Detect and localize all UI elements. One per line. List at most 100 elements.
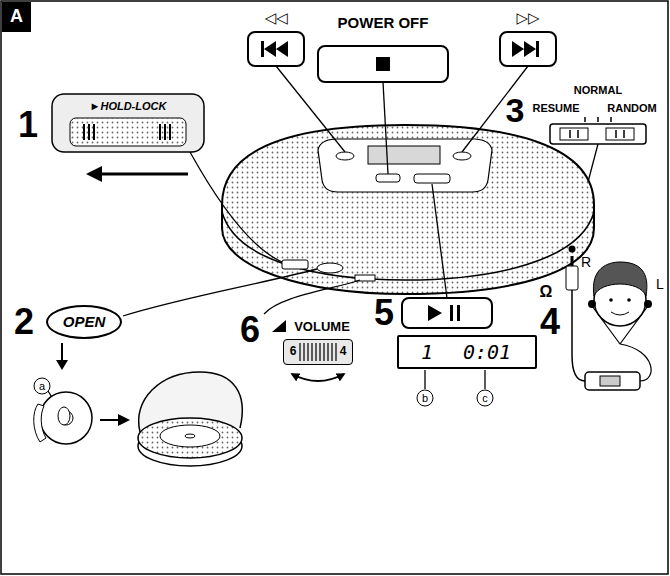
leader-line <box>462 66 528 152</box>
headphones <box>611 312 629 315</box>
mode-switch <box>560 128 588 140</box>
node-text: 0:01 <box>463 341 511 363</box>
skip-forward-button <box>500 32 556 66</box>
leader-line <box>484 370 485 389</box>
callout-number: 1 <box>18 107 38 143</box>
stop-button <box>318 46 448 82</box>
leader-line <box>588 144 598 182</box>
callout-circle <box>417 390 493 406</box>
cd-player-body <box>569 246 576 253</box>
node-text: OPEN <box>63 314 106 331</box>
headphones <box>627 298 631 302</box>
cd-player-body <box>317 263 343 273</box>
disc-loading <box>34 378 50 394</box>
play-pause-button <box>428 305 442 321</box>
callout-circle <box>417 390 433 406</box>
stop-button <box>376 57 390 71</box>
cd-player-body <box>453 152 471 160</box>
mode-label: RANDOM <box>607 103 657 114</box>
play-pause-button <box>450 305 453 321</box>
disc-loading <box>118 414 130 426</box>
headphones <box>572 290 585 381</box>
leader-line <box>383 82 388 174</box>
volume-wheel <box>292 374 344 381</box>
cd-player-body <box>414 174 450 183</box>
mode-switch <box>606 128 634 140</box>
callout-number: 3 <box>506 93 525 127</box>
mode-label: RESUME <box>532 103 579 114</box>
volume-wheel <box>272 320 286 332</box>
volume-wheel <box>272 320 353 381</box>
hold-lock-switch <box>70 118 186 146</box>
skip-forward-button <box>500 32 556 66</box>
callout-number: 2 <box>14 304 34 340</box>
disc-loading <box>56 360 68 370</box>
node-text: A <box>10 7 23 27</box>
forward-symbol: ▷▷ <box>516 10 539 25</box>
rewind-symbol: ◁◁ <box>264 10 287 25</box>
side-label: R <box>581 255 591 269</box>
node-text: 6 <box>290 345 297 358</box>
play-pause-button <box>402 298 492 328</box>
disc-loading <box>100 419 120 421</box>
leader-line <box>276 66 345 152</box>
cd-player-body <box>282 260 308 269</box>
play-pause-button <box>457 305 460 321</box>
leader-line <box>190 152 282 262</box>
leader-line <box>424 370 425 389</box>
lcd-display: 10:01 <box>397 335 537 369</box>
volume-wheel <box>283 339 353 365</box>
leader-line <box>264 280 360 314</box>
headphones <box>593 262 646 296</box>
leader-line <box>123 269 317 316</box>
cd-player-body <box>222 212 594 280</box>
disc-loading <box>138 418 242 458</box>
open-button: OPEN <box>46 305 122 339</box>
headphones <box>588 300 596 308</box>
part-letter: a <box>39 381 45 392</box>
disc-loading <box>58 407 70 425</box>
headphones <box>566 256 652 390</box>
hold-lock-switch <box>100 173 188 176</box>
headphones <box>609 298 613 302</box>
mode-label: NORMAL <box>574 85 622 96</box>
cd-player-body <box>368 146 440 164</box>
disc-loading <box>34 404 46 442</box>
cd-player-body <box>222 125 594 294</box>
hold-lock-switch <box>52 94 204 182</box>
side-label: L <box>656 277 664 291</box>
headphones <box>600 376 620 386</box>
disc-loading <box>40 392 92 444</box>
mode-switch <box>550 117 646 144</box>
mode-switch <box>550 124 646 144</box>
stop-button <box>318 46 448 82</box>
skip-back-button <box>261 41 264 57</box>
switch-label: ►HOLD-LOCK <box>90 101 167 112</box>
headphones <box>585 372 640 390</box>
headphones <box>566 266 578 290</box>
cd-player-body <box>222 125 594 294</box>
skip-back-button <box>264 41 288 57</box>
skip-forward-button <box>512 41 536 57</box>
skip-back-button <box>248 32 304 66</box>
disc-loading <box>185 434 195 438</box>
jack-symbol: Ω <box>540 284 553 300</box>
panel-letter: A <box>2 2 31 32</box>
leader-line <box>432 184 447 298</box>
volume-wheel <box>300 343 336 361</box>
callout-number: 6 <box>240 312 260 348</box>
node-text: 4 <box>340 345 347 358</box>
disc-loading <box>160 425 220 447</box>
control-label: VOLUME <box>294 320 350 333</box>
part-letter: c <box>482 393 488 404</box>
callout-number: 4 <box>540 304 560 340</box>
headphones <box>571 256 574 266</box>
hold-lock-switch <box>86 166 102 182</box>
disc-loading <box>61 343 63 362</box>
button-label: POWER OFF <box>338 15 429 30</box>
skip-back-button <box>248 32 304 66</box>
cd-player-body <box>336 152 354 160</box>
